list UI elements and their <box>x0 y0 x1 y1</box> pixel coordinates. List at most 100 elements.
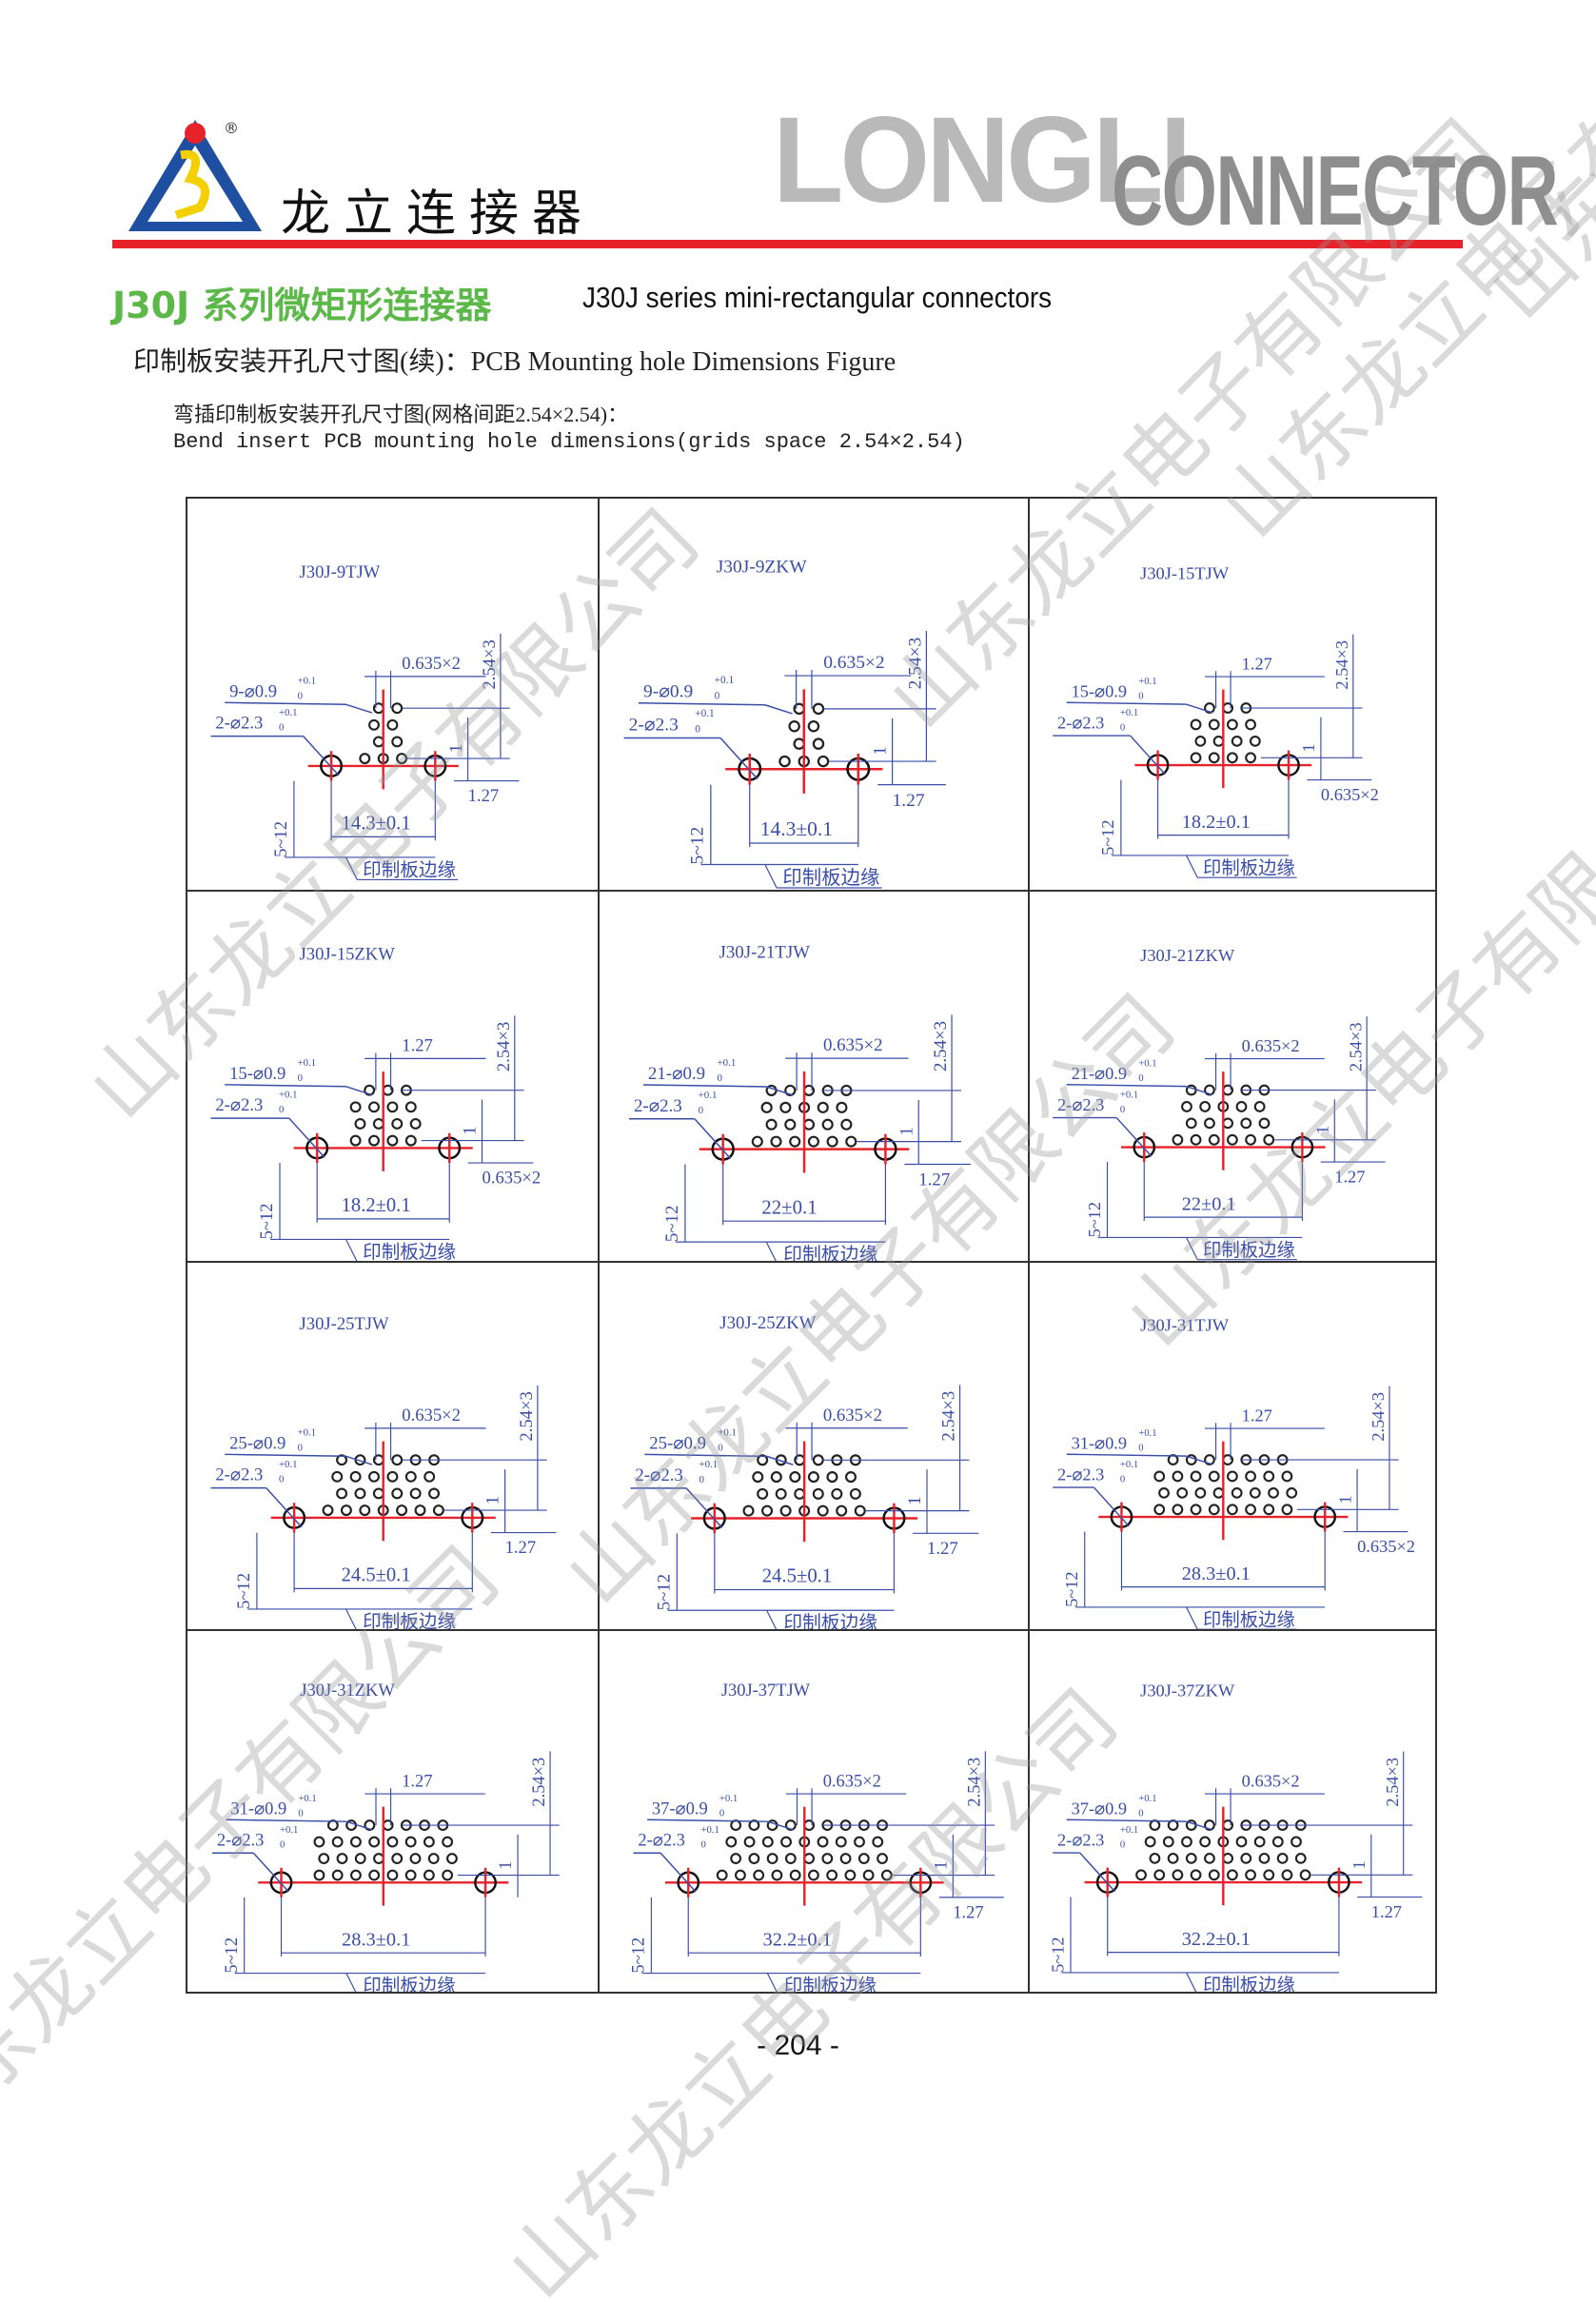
dimension-line <box>1186 1606 1198 1629</box>
dimension-line <box>767 1820 794 1831</box>
brand-longli: LONGLI <box>773 92 1192 228</box>
pin-hole <box>1204 1852 1215 1864</box>
edge-range-label: 5~12 <box>629 1937 648 1974</box>
tolerance-label: 0 <box>1120 1105 1125 1115</box>
side-dimension-label: 1.27 <box>1334 1167 1365 1186</box>
pin-hole <box>821 1853 834 1864</box>
pin-hole <box>812 737 825 750</box>
pin-hole-label: 25-⌀0.9 <box>229 1433 286 1453</box>
model-label: J30J-15TJW <box>1140 563 1230 582</box>
pin-hole <box>1172 1869 1184 1881</box>
tolerance-label: +0.1 <box>298 1793 316 1804</box>
tolerance-label: +0.1 <box>1138 1058 1156 1069</box>
pin-hole <box>326 1819 339 1832</box>
pin-hole <box>368 1836 381 1848</box>
mount-hole-label: 2-⌀2.3 <box>1057 713 1104 732</box>
side-dimension-label: 1.27 <box>505 1538 537 1558</box>
dimension-line <box>1186 1237 1198 1260</box>
pin-hole <box>372 1117 384 1130</box>
pin-hole <box>807 1869 819 1881</box>
pin-hole <box>742 1504 755 1517</box>
pin-hole <box>1263 1133 1275 1146</box>
dimension-line <box>1066 1819 1187 1822</box>
tolerance-label: 0 <box>1138 1073 1143 1084</box>
pin-hole <box>1281 1869 1293 1881</box>
pin-hole <box>1235 1836 1248 1848</box>
pcb-edge-label: 印制板边缘 <box>1203 1239 1295 1261</box>
span-dimension-label: 22±0.1 <box>761 1195 817 1218</box>
pin-hole <box>336 1853 348 1864</box>
pcb-edge-label: 印制板边缘 <box>1203 856 1295 878</box>
tolerance-label: 0 <box>280 1838 285 1850</box>
pin-hole <box>751 1135 763 1148</box>
pin-hole <box>854 1504 866 1517</box>
pin-hole <box>1245 1470 1256 1483</box>
pin-hole <box>423 1869 435 1881</box>
pin-hole <box>1190 752 1202 764</box>
span-dimension-label: 28.3±0.1 <box>1182 1563 1251 1584</box>
pin-hole <box>1263 1869 1275 1881</box>
mount-hole-label: 2-⌀2.3 <box>1057 1095 1104 1114</box>
pin-hole <box>391 1853 404 1864</box>
pin-hole <box>349 1470 362 1483</box>
offset-label: 1 <box>446 744 466 753</box>
side-dimension-label: 1.27 <box>918 1170 950 1189</box>
pin-hole <box>349 1869 362 1881</box>
pin-hole <box>1294 1852 1307 1864</box>
offset-label: 1 <box>1350 1860 1369 1869</box>
span-dimension-label: 32.2±0.1 <box>1182 1929 1251 1950</box>
dimension-line <box>345 856 358 880</box>
row-pitch-label: 2.54×3 <box>1346 1022 1365 1072</box>
pcb-edge-label: 印制板边缘 <box>784 1975 877 1992</box>
dimension-line <box>1066 1453 1187 1457</box>
pin-hole <box>817 1836 829 1848</box>
model-label: J30J-21TJW <box>719 943 811 963</box>
model-label: J30J-25ZKW <box>719 1313 816 1333</box>
pin-hole <box>423 1836 435 1848</box>
pin-hole <box>1208 1504 1220 1516</box>
tolerance-label: 0 <box>700 1838 705 1850</box>
pin-hole <box>404 1470 417 1483</box>
pin-hole <box>391 1117 404 1130</box>
pin-hole <box>396 1504 408 1517</box>
model-label: J30J-31TJW <box>1140 1315 1230 1334</box>
edge-range-label: 5~12 <box>234 1573 254 1609</box>
pin-hole <box>1263 1470 1275 1483</box>
pin-hole <box>404 1836 417 1848</box>
dimension-line <box>226 1819 346 1822</box>
dimension-line <box>644 1453 767 1458</box>
pitch-dimension-label: 0.635×2 <box>1242 1036 1300 1055</box>
dimension-line <box>1130 735 1166 776</box>
pin-hole <box>1190 1869 1202 1881</box>
side-dimension-label: 1.27 <box>953 1902 983 1921</box>
pin-hole <box>862 1869 875 1881</box>
edge-range-label: 5~12 <box>1098 819 1117 855</box>
pin-hole <box>1181 1101 1192 1112</box>
pin-hole <box>748 1853 760 1864</box>
row-pitch-label: 2.54×3 <box>529 1758 548 1807</box>
tolerance-label: +0.1 <box>1120 708 1138 718</box>
span-dimension-label: 14.3±0.1 <box>342 814 411 835</box>
dimension-line <box>766 1086 794 1096</box>
tolerance-label: 0 <box>298 1807 303 1819</box>
pin-hole <box>404 1134 417 1147</box>
pin-hole <box>1208 718 1220 731</box>
row-pitch-label: 2.54×3 <box>480 639 500 689</box>
pitch-dimension-label: 0.635×2 <box>402 654 461 674</box>
pin-hole <box>1276 1852 1289 1864</box>
company-logo: ® <box>128 119 262 231</box>
dimension-line <box>345 1820 373 1831</box>
pcb-hole-drawing: J30J-9ZKW0.635×29-⌀0.9+0.102-⌀2.3+0.102.… <box>623 558 946 889</box>
pin-hole <box>757 1454 769 1466</box>
pin-hole <box>716 1869 728 1881</box>
tolerance-label: +0.1 <box>298 1427 317 1439</box>
tolerance-label: +0.1 <box>280 1824 298 1836</box>
row-pitch-label: 2.54×3 <box>965 1758 984 1807</box>
tolerance-label: +0.1 <box>279 1090 298 1101</box>
pin-hole <box>1144 1836 1156 1848</box>
pin-hole <box>1172 1470 1184 1483</box>
